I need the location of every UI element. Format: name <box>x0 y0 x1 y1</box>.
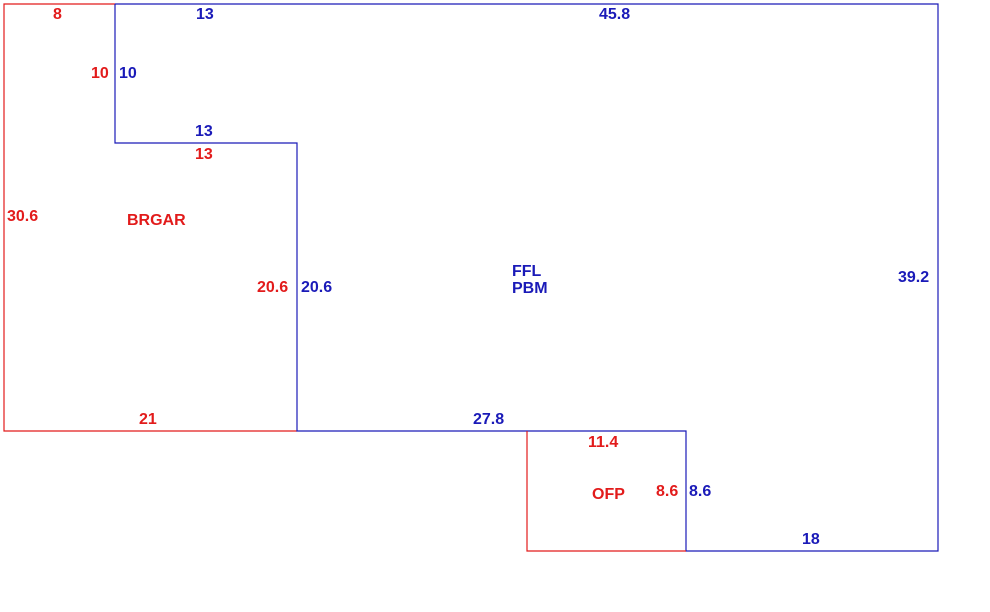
main-area-outline <box>114 3 939 552</box>
brgar-right-upper-dimension: 10 <box>91 65 109 82</box>
main-top-left-dimension: 13 <box>196 6 214 23</box>
main-area-label-line1: FFL <box>512 263 542 280</box>
main-right-dimension: 39.2 <box>898 269 930 286</box>
ofp-right-dimension: 8.6 <box>656 483 679 500</box>
brgar-bottom-dimension: 21 <box>139 411 157 428</box>
main-left-upper-dimension: 10 <box>119 65 137 82</box>
brgar-step-dimension: 13 <box>195 146 213 163</box>
main-bottom-right-dimension: 18 <box>802 531 820 548</box>
main-area-label-line2: PBM <box>512 280 548 297</box>
brgar-area-label: BRGAR <box>127 212 186 229</box>
main-step-dimension: 13 <box>195 123 213 140</box>
brgar-top-dimension: 8 <box>53 6 62 23</box>
ofp-top-dimension: 11.4 <box>588 434 619 451</box>
brgar-left-dimension: 30.6 <box>7 208 39 225</box>
main-notch-dimension: 8.6 <box>689 483 712 500</box>
ofp-area-label: OFP <box>592 486 625 503</box>
ofp-outline <box>526 431 686 552</box>
main-left-lower-dimension: 20.6 <box>301 279 333 296</box>
brgar-right-lower-dimension: 20.6 <box>257 279 289 296</box>
main-bottom-left-dimension: 27.8 <box>473 411 505 428</box>
main-area-label: FFL PBM <box>512 263 548 297</box>
main-top-dimension: 45.8 <box>599 6 631 23</box>
brgar-outline <box>3 3 297 432</box>
